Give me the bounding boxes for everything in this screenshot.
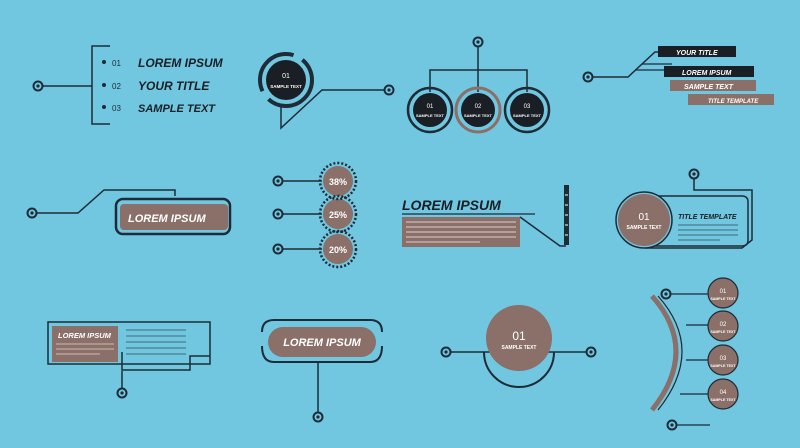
pill-card-callout: 01 SAMPLE TEXT TITLE TEMPLATE: [615, 168, 753, 249]
connector-dot-icon: [312, 411, 324, 423]
list-item-number: 02: [112, 82, 121, 91]
stack-label: LOREM IPSUM: [682, 70, 732, 77]
banner-title: LOREM IPSUM: [128, 213, 206, 225]
stack-label: YOUR TITLE: [676, 50, 718, 57]
connector-dot-icon: [116, 387, 128, 399]
arc-node-number: 03: [720, 356, 727, 362]
placeholder-text-lines: [406, 221, 516, 243]
arc-node-number: 02: [720, 322, 727, 328]
badge-number: 01: [282, 73, 290, 80]
semicircle-callout: 01 SAMPLE TEXT: [440, 305, 597, 388]
connector-dot-icon: [26, 207, 38, 219]
split-box-callout: LOREM IPSUM: [47, 321, 211, 399]
tree-diagram-callout: 01 SAMPLE TEXT 02 SAMPLE TEXT 03 SAMPLE …: [406, 36, 551, 134]
connector-dot-icon: [383, 84, 395, 96]
node-number: 01: [427, 104, 434, 110]
connector-dot-icon: [472, 36, 484, 48]
node-text: SAMPLE TEXT: [464, 113, 493, 118]
placeholder-text-lines: [678, 224, 738, 241]
arc-list-callout: 01 SAMPLE TEXT 02 SAMPLE TEXT 03 SAMPLE …: [650, 277, 739, 431]
badge-text: SAMPLE TEXT: [270, 84, 302, 89]
node-text: SAMPLE TEXT: [416, 113, 445, 118]
placeholder-text-lines: [126, 329, 186, 355]
circle-badge-callout: 01 SAMPLE TEXT: [258, 52, 395, 130]
connector-dot-icon: [32, 80, 44, 92]
text-block-title: LOREM IPSUM: [402, 197, 501, 213]
connector-dot-icon: [582, 71, 594, 83]
placeholder-text-lines: [56, 343, 114, 355]
percent-value: 38%: [329, 177, 347, 187]
semicircle-text: SAMPLE TEXT: [501, 345, 536, 351]
list-item-label: YOUR TITLE: [138, 79, 210, 93]
banner-callout: LOREM IPSUM: [26, 189, 232, 236]
connector-dot-icon: [440, 346, 452, 358]
pill-card-title: TITLE TEMPLATE: [678, 214, 737, 221]
arc-node-number: 01: [720, 289, 727, 295]
arc-node-text: SAMPLE TEXT: [710, 297, 736, 301]
connector-dot-icon: [272, 208, 284, 220]
pill-card-text: SAMPLE TEXT: [626, 225, 661, 231]
connector-dot-icon: [585, 346, 597, 358]
connector-dot-icon: [666, 419, 678, 431]
node-number: 02: [475, 104, 482, 110]
connector-dot-icon: [688, 168, 700, 180]
list-item-label: LOREM IPSUM: [138, 56, 224, 70]
stack-label: TITLE TEMPLATE: [708, 99, 759, 105]
scale-ticks: [565, 194, 568, 236]
percent-circles-callout: 38% 25% 20%: [272, 161, 358, 269]
pill-card-number: 01: [638, 212, 650, 223]
percent-value: 20%: [329, 245, 347, 255]
split-box-title: LOREM IPSUM: [58, 331, 112, 340]
list-item-number: 03: [112, 104, 121, 113]
arc-node-number: 04: [720, 390, 727, 396]
list-item-label: SAMPLE TEXT: [138, 103, 216, 115]
percent-value: 25%: [329, 210, 347, 220]
semicircle-number: 01: [512, 329, 526, 343]
connector-dot-icon: [272, 175, 284, 187]
arc-node-text: SAMPLE TEXT: [710, 364, 736, 368]
numbered-list-callout: 01 LOREM IPSUM 02 YOUR TITLE 03 SAMPLE T…: [32, 45, 224, 125]
arc-node-text: SAMPLE TEXT: [710, 398, 736, 402]
stacked-labels-callout: YOUR TITLE LOREM IPSUM SAMPLE TEXT TITLE…: [582, 46, 774, 105]
text-block-callout: LOREM IPSUM: [402, 185, 569, 247]
stack-label: SAMPLE TEXT: [684, 84, 734, 91]
rounded-banner-title: LOREM IPSUM: [283, 337, 361, 349]
arc-node-text: SAMPLE TEXT: [710, 330, 736, 334]
list-item-number: 01: [112, 59, 121, 68]
node-number: 03: [524, 104, 531, 110]
connector-dot-icon: [272, 243, 284, 255]
node-text: SAMPLE TEXT: [513, 113, 542, 118]
connector-dot-icon: [660, 288, 672, 300]
rounded-banner-callout: LOREM IPSUM: [261, 319, 383, 423]
